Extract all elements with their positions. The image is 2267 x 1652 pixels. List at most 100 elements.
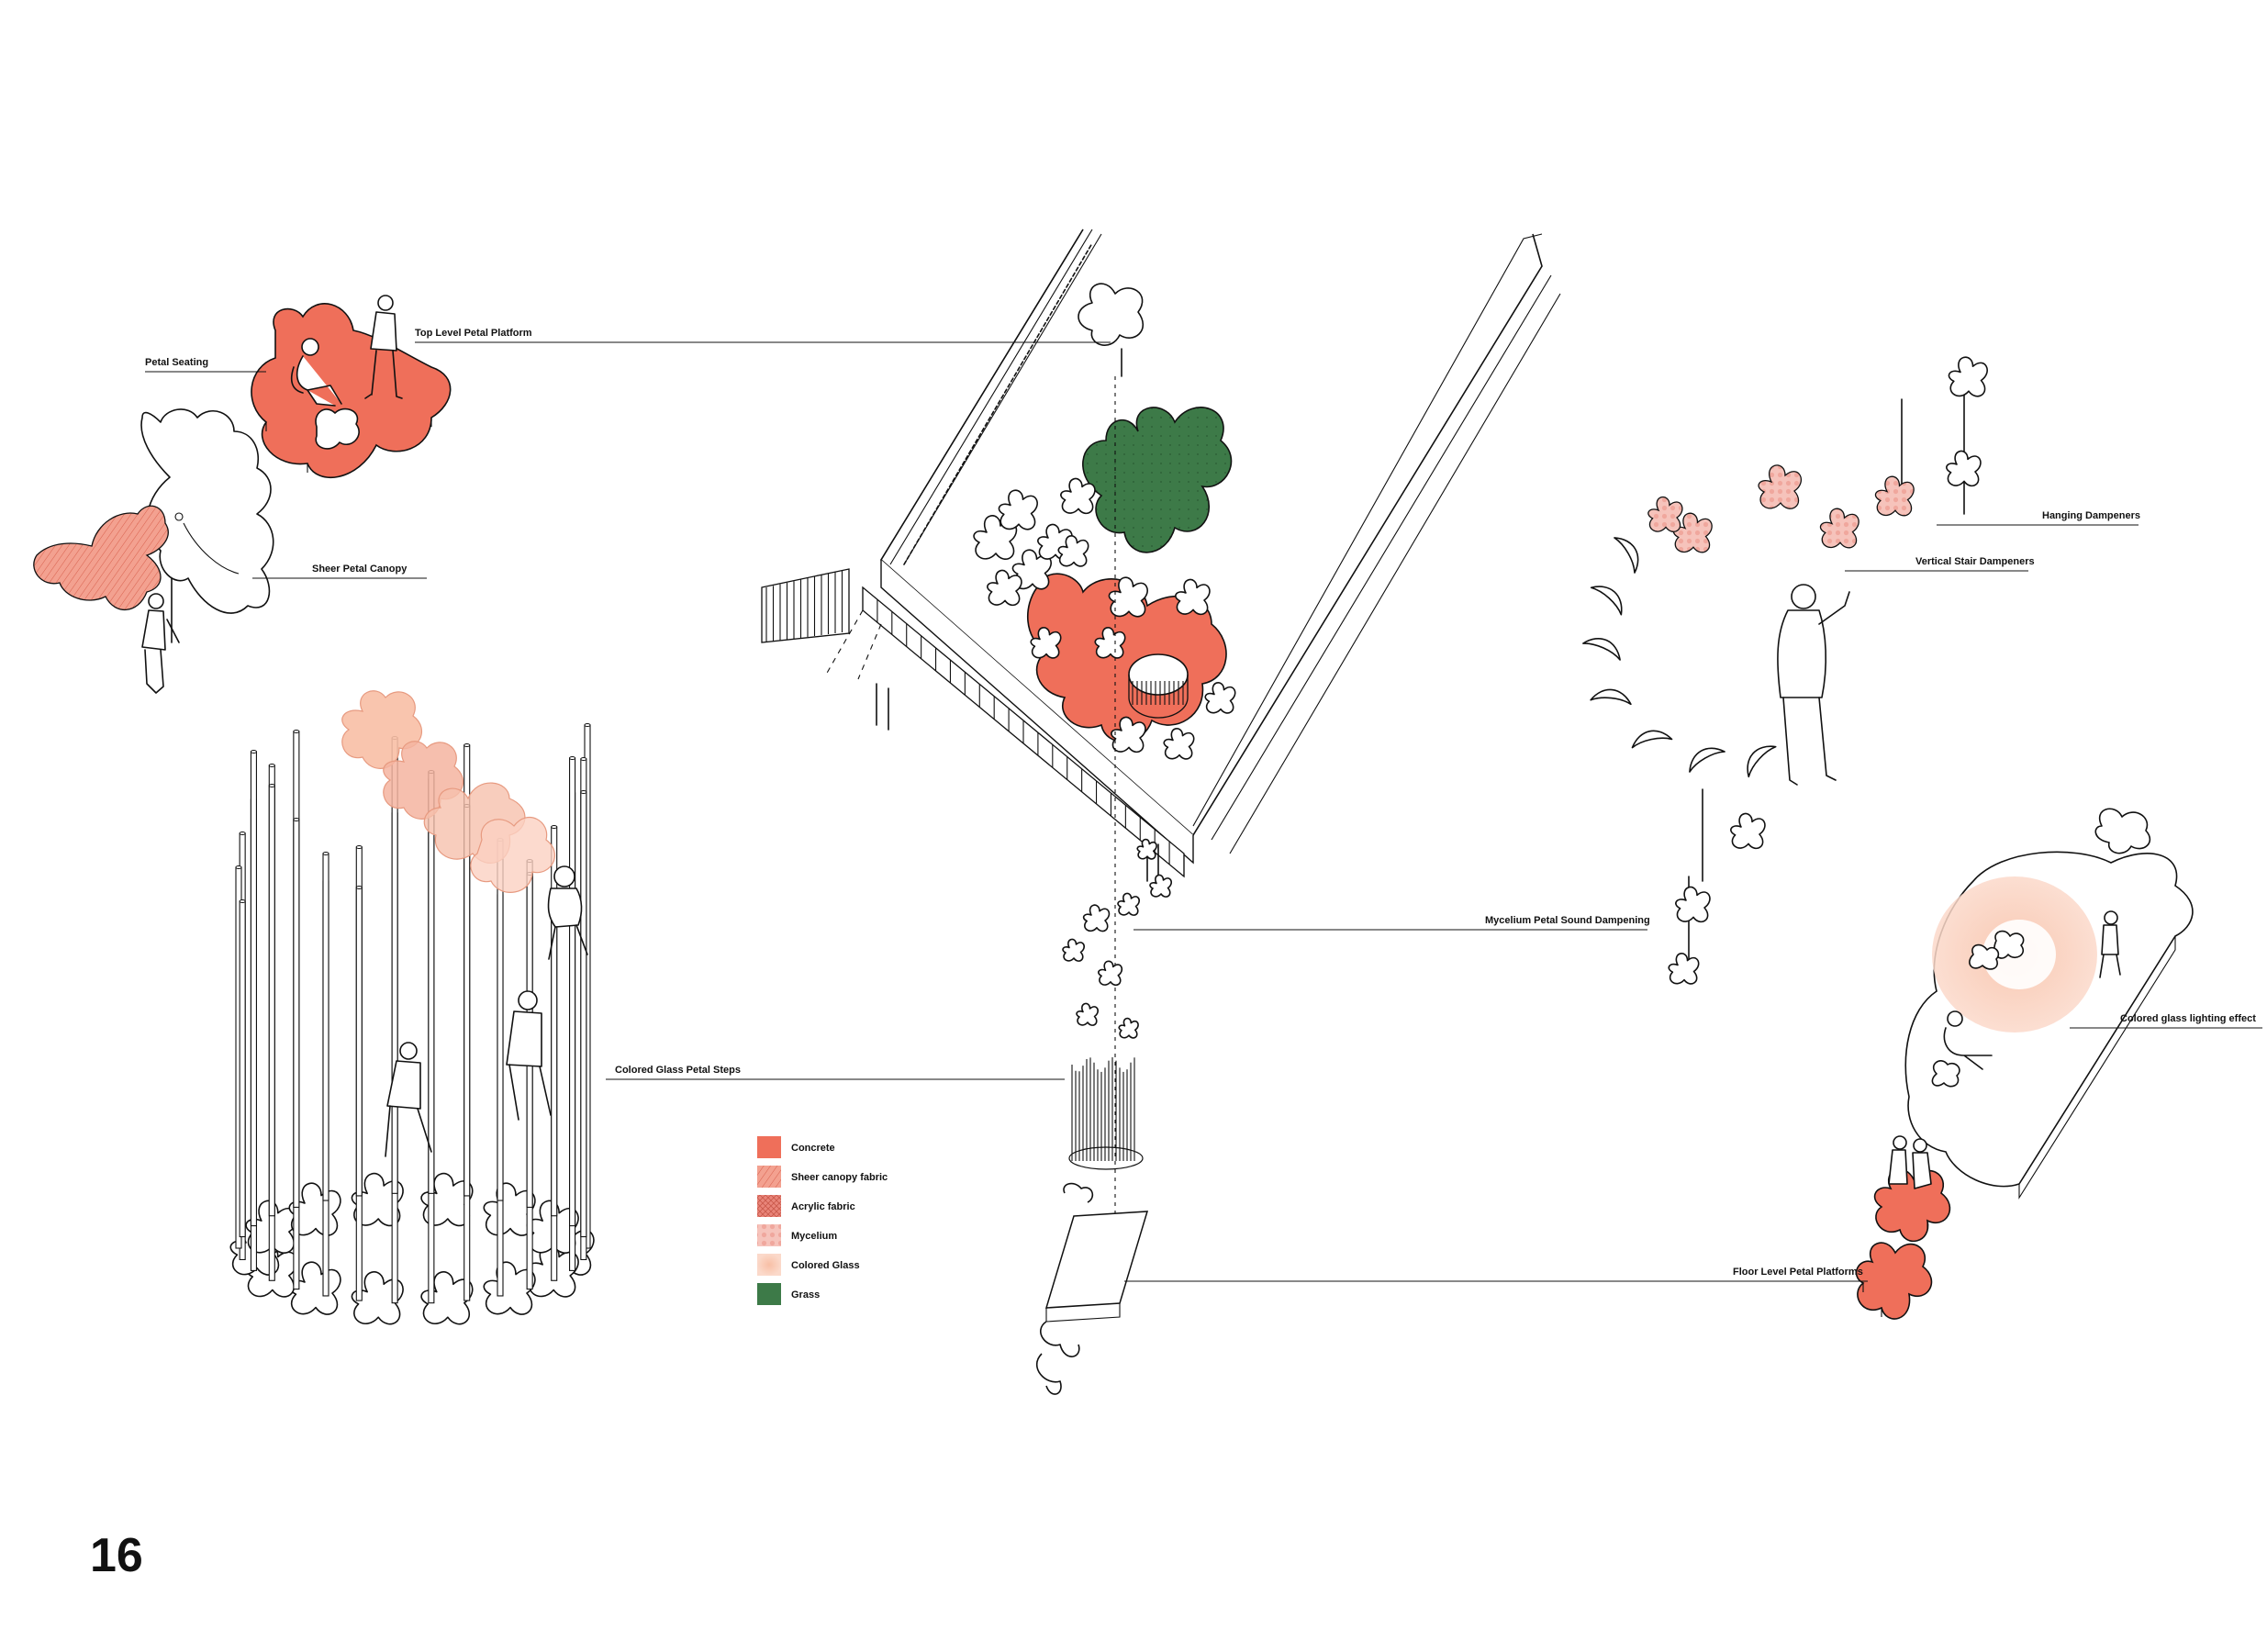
roof-canopy-petal xyxy=(1204,682,1236,714)
stair-climber-3 xyxy=(385,1042,432,1157)
grass-petal-platform xyxy=(1082,407,1233,553)
hanging-dampeners-group xyxy=(1582,356,1988,985)
rod-cap xyxy=(355,886,363,889)
mycelium-petal xyxy=(1082,904,1111,932)
vertical-stair-rod xyxy=(268,785,275,1217)
label-top-level-petal-platform: Top Level Petal Platform xyxy=(415,328,532,339)
colored-glass-lighting-platform xyxy=(1904,808,2194,1200)
roof-canopy-petal xyxy=(1108,576,1148,618)
small-stair-cylinder xyxy=(1068,1057,1144,1170)
floor-level-red-petals xyxy=(1855,1135,1951,1320)
callout-labels: Top Level Petal Platform Petal Seating S… xyxy=(145,328,2256,1278)
mycelium-petal-cluster xyxy=(1062,838,1172,1039)
rod-cap xyxy=(580,757,587,761)
rod-cap xyxy=(551,825,558,829)
mycelium-petal xyxy=(1136,838,1157,860)
rod-cap xyxy=(250,750,257,753)
rod-cap xyxy=(580,790,587,794)
roof-canopy-petal xyxy=(1057,535,1089,567)
hanging-white-dampener xyxy=(1668,953,1700,985)
roof-canopy-petal xyxy=(1111,716,1146,753)
vertical-stair-rod xyxy=(569,757,576,1227)
vertical-stair-rod xyxy=(497,839,504,1201)
top-level-petal-platform-group xyxy=(251,295,452,478)
roof-canopy-petal xyxy=(1175,578,1211,615)
rod-cap xyxy=(268,764,275,767)
hanging-mycelium-dampener xyxy=(1672,512,1713,553)
ring-dampener xyxy=(1747,745,1777,778)
standing-person-figure xyxy=(364,295,403,399)
label-petal-seating: Petal Seating xyxy=(145,357,208,368)
roof-canopy-petal xyxy=(1030,627,1062,659)
rod-cap xyxy=(569,756,576,760)
vertical-stair-rod xyxy=(293,819,300,1208)
rod-cap xyxy=(355,845,363,849)
legend-label-mycelium: Mycelium xyxy=(791,1231,837,1242)
rod-cap xyxy=(463,743,471,747)
stair-climber-2 xyxy=(506,990,552,1121)
label-hanging-dampeners: Hanging Dampeners xyxy=(2042,510,2140,521)
label-vertical-stair-dampeners: Vertical Stair Dampeners xyxy=(1915,556,2035,567)
rod-cap xyxy=(293,730,300,733)
sheer-petal-canopy-group xyxy=(33,408,274,694)
label-sheer-petal-canopy: Sheer Petal Canopy xyxy=(312,564,408,575)
couple-figures xyxy=(1888,1135,1932,1189)
top-level-petal-platform-shape xyxy=(251,303,452,478)
vertical-stair-rod xyxy=(463,805,471,1197)
colored-glass-step-1 xyxy=(341,690,423,769)
mycelium-petal xyxy=(1098,960,1123,986)
hanging-mycelium-dampener xyxy=(1647,496,1683,532)
roof-canopy-petal xyxy=(1060,477,1096,514)
vertical-stair-rod xyxy=(250,751,257,1227)
ring-dampener xyxy=(1582,638,1621,661)
vertical-stair-rod xyxy=(355,887,363,1197)
sheer-pink-canopy-petal xyxy=(33,505,169,611)
roof-canopy-petal xyxy=(1094,627,1126,659)
base-petal-step xyxy=(420,1271,474,1325)
legend-label-acrylic: Acrylic fabric xyxy=(791,1201,855,1212)
roof-canopy-petal xyxy=(998,489,1038,530)
mycelium-petal xyxy=(1117,892,1140,916)
legend-label-concrete: Concrete xyxy=(791,1143,835,1154)
label-floor-level-petal-platforms: Floor Level Petal Platforms xyxy=(1733,1267,1863,1278)
hanging-white-dampener xyxy=(1730,812,1766,849)
floor-petal-platform-small xyxy=(1035,1182,1149,1395)
label-colored-glass-lighting-effect: Colored glass lighting effect xyxy=(2120,1013,2256,1024)
small-stair-base xyxy=(1068,1146,1144,1170)
ring-dampener xyxy=(1590,688,1632,706)
vertical-stair-rod xyxy=(551,907,558,1217)
rod-cap xyxy=(235,865,242,869)
colored-glass-petal-steps-assembly xyxy=(229,690,595,1325)
base-petal-step xyxy=(351,1271,404,1325)
vertical-stair-rod xyxy=(322,853,329,1201)
hanging-mycelium-dampener xyxy=(1819,508,1859,549)
roof-canopy-petal xyxy=(1163,728,1195,760)
legend-swatch-acrylic xyxy=(757,1195,781,1217)
rod-cap xyxy=(293,818,300,821)
exterior-stair xyxy=(761,568,850,643)
ring-dampener xyxy=(1689,747,1725,773)
legend-label-grass: Grass xyxy=(791,1289,820,1300)
legend-label-sheer: Sheer canopy fabric xyxy=(791,1172,888,1183)
hanging-mycelium-dampener xyxy=(1758,464,1803,509)
hanging-white-dampener xyxy=(1946,450,1982,486)
standing-man-figure xyxy=(1777,584,1850,786)
ring-dampener xyxy=(1590,586,1623,616)
legend-swatch-concrete xyxy=(757,1136,781,1158)
roof-canopy-petal xyxy=(1011,549,1052,590)
ring-dampener xyxy=(1614,537,1639,574)
hanging-white-dampener xyxy=(1675,886,1711,922)
base-petal-step xyxy=(483,1261,536,1315)
top-floating-petal xyxy=(1078,283,1145,346)
mycelium-petal xyxy=(1062,938,1085,962)
materials-legend: Concrete Sheer canopy fabric Acrylic fab… xyxy=(757,1136,888,1305)
colored-glass-step-4 xyxy=(470,816,556,893)
rod-cap xyxy=(584,723,591,727)
legend-label-colored-glass: Colored Glass xyxy=(791,1260,860,1271)
rod-cap xyxy=(239,899,246,903)
rod-cap xyxy=(268,784,275,787)
page-number: 16 xyxy=(90,1529,143,1582)
legend-swatch-mycelium xyxy=(757,1224,781,1246)
ring-dampener xyxy=(1631,730,1673,749)
